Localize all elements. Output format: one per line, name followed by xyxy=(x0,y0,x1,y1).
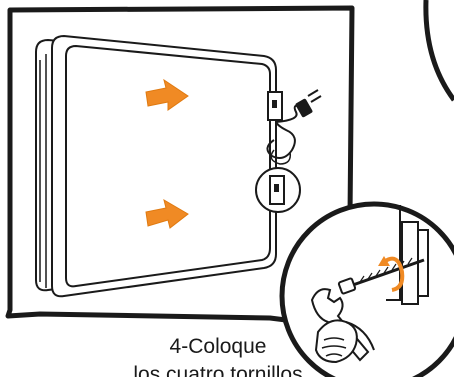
next-step-circle xyxy=(423,0,454,102)
mounting-bracket-bottom xyxy=(255,167,301,213)
detail-zoom-circle xyxy=(279,201,454,377)
power-plug-icon xyxy=(266,89,322,165)
rotate-arrow-icon xyxy=(382,256,405,292)
arrow-right-icon xyxy=(145,198,189,229)
hand-thumb-icon xyxy=(314,319,375,364)
caption-step-title: 4-Coloque xyxy=(169,335,267,358)
screw-icon xyxy=(337,257,425,295)
mounting-bracket-top xyxy=(267,91,283,121)
arrow-right-icon xyxy=(145,78,189,111)
caption-step-detail: los cuatro tornillos xyxy=(133,363,303,377)
panel-illustration xyxy=(35,34,277,298)
